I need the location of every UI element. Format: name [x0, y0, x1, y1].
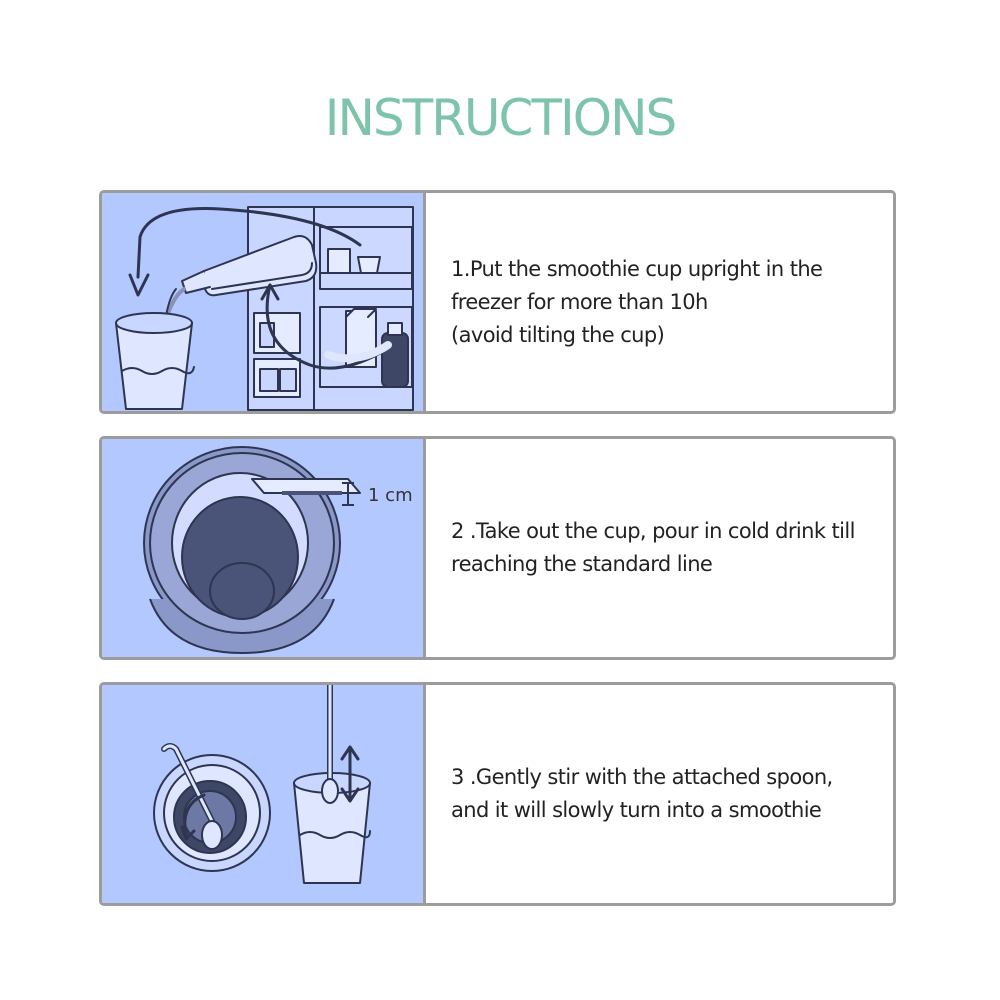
step-2-line-2: reaching the standard line — [451, 552, 713, 576]
step-1-line-1: 1.Put the smoothie cup upright in the — [451, 256, 823, 281]
step-2-illustration: 1 cm — [102, 439, 426, 657]
step-1-illustration — [102, 193, 426, 411]
cup-top-view-fill-line-icon: 1 cm — [143, 446, 413, 654]
step-card-3: 3 .Gently stir with the attached spoon, … — [99, 682, 896, 906]
step-3-illustration — [102, 685, 426, 903]
step-3-line-2: and it will slowly turn into a smoothie — [451, 798, 822, 822]
step-3-line-1: 3 .Gently stir with the attached spoon, — [451, 765, 833, 789]
step-1-line-2: freezer for more than 10h — [451, 289, 708, 314]
pour-into-cup-and-freezer-icon — [115, 206, 414, 411]
step-2-line-1: 2 .Take out the cup, pour in cold drink … — [451, 519, 855, 543]
step-2-text: 2 .Take out the cup, pour in cold drink … — [451, 439, 873, 657]
stir-with-spoon-icon — [153, 685, 371, 884]
page-title: INSTRUCTIONS — [324, 89, 677, 147]
step-card-1: 1.Put the smoothie cup upright in the fr… — [99, 190, 896, 414]
measure-label: 1 cm — [368, 485, 413, 506]
step-3-text: 3 .Gently stir with the attached spoon, … — [451, 685, 873, 903]
step-1-text: 1.Put the smoothie cup upright in the fr… — [451, 193, 873, 411]
step-1-line-3: (avoid tilting the cup) — [451, 322, 665, 347]
step-card-2: 1 cm 2 .Take out the cup, pour in cold d… — [99, 436, 896, 660]
